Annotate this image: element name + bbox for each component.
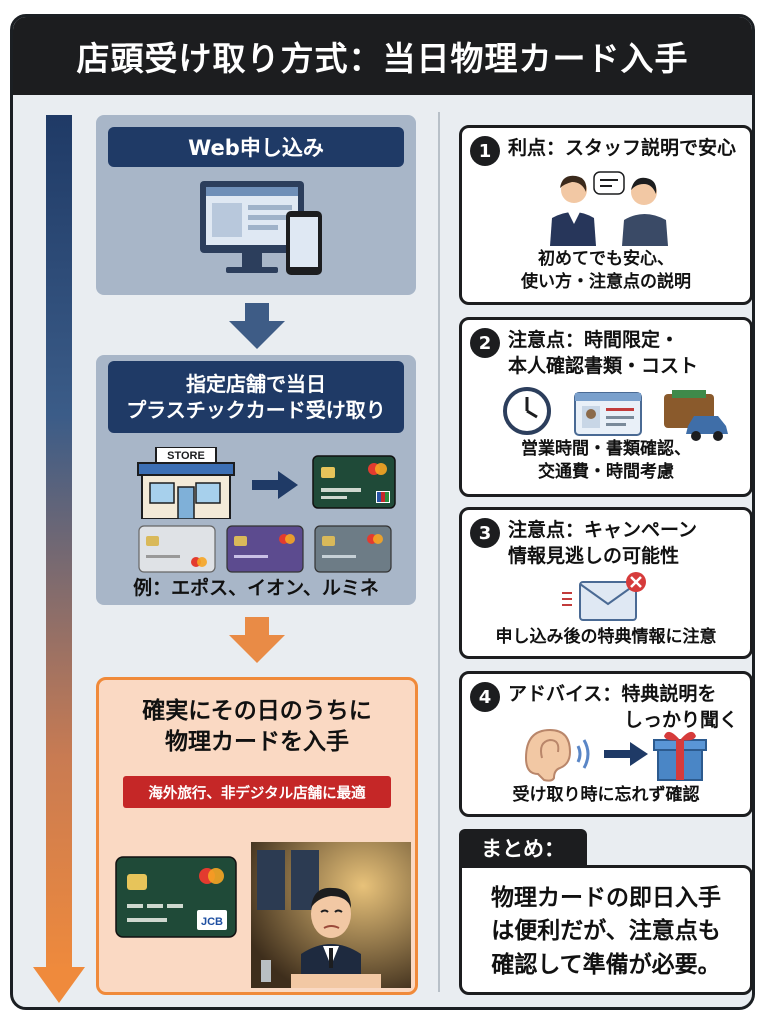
point-4-heading-line2: しっかり聞く xyxy=(623,708,738,731)
point-1-heading-line1: 利点：スタッフ説明で安心 xyxy=(508,137,737,159)
summary-line3: 確認して準備が必要。 xyxy=(491,951,721,978)
point-4-body: 受け取り時に忘れず確認 xyxy=(462,784,750,807)
point-3-body-line1: 申し込み後の特典情報に注意 xyxy=(495,627,717,647)
timeline-arrow-shaft xyxy=(46,115,72,973)
point-1-body: 初めてでも安心、 使い方・注意点の説明 xyxy=(462,248,750,294)
point-box-4: 4 アドバイス：特典説明を しっかり聞く 受け取り時に忘れず確認 xyxy=(459,671,752,817)
silver-credit-card-icon xyxy=(138,525,216,573)
arrow-right-icon xyxy=(252,471,298,499)
point-number-1: 1 xyxy=(470,136,500,166)
missed-mail-icon xyxy=(562,572,646,621)
summary-line1: 物理カードの即日入手 xyxy=(491,885,721,911)
jcb-credit-card-icon: JCB xyxy=(115,856,237,938)
purple-credit-card-icon xyxy=(226,525,304,573)
result-panel: 確実にその日のうちに 物理カードを入手 海外旅行、非デジタル店舗に最適 JCB xyxy=(96,677,418,995)
summary-tab: まとめ： xyxy=(459,829,587,867)
point-4-heading: アドバイス：特典説明を しっかり聞く xyxy=(508,682,744,733)
green-credit-card-icon xyxy=(312,455,396,509)
card-issuer-examples: 例：エポス、イオン、ルミネ xyxy=(133,577,379,599)
store-sign-text: STORE xyxy=(167,450,205,462)
result-headline-line2: 物理カードを入手 xyxy=(165,729,349,756)
gray-credit-card-icon xyxy=(314,525,392,573)
store-pickup-panel: 指定店舗で当日 プラスチックカード受け取り STORE xyxy=(96,355,416,605)
point-number-2: 2 xyxy=(470,328,500,358)
id-card-icon xyxy=(574,392,642,436)
point-1-heading: 利点：スタッフ説明で安心 xyxy=(508,136,744,162)
point-box-3: 3 注意点：キャンペーン 情報見逃しの可能性 申し込み後の特典情報に注意 xyxy=(459,507,752,659)
ear-gift-icon xyxy=(524,728,707,782)
point-3-heading-line1: 注意点：キャンペーン xyxy=(508,519,698,541)
point-3-heading: 注意点：キャンペーン 情報見逃しの可能性 xyxy=(508,518,744,569)
point-box-1: 1 利点：スタッフ説明で安心 初めてでも安心、 使い方・注意点の説明 xyxy=(459,125,752,305)
summary-text: 物理カードの即日入手 は便利だが、注意点も 確認して準備が必要。 xyxy=(462,882,750,982)
card-brand-text: JCB xyxy=(201,916,223,928)
point-number-4: 4 xyxy=(470,682,500,712)
flow-arrow-down-orange-icon xyxy=(229,617,285,663)
web-application-panel: Web申し込み xyxy=(96,115,416,295)
point-1-body-line1: 初めてでも安心、 xyxy=(538,249,674,269)
infographic-frame: 店頭受け取り方式：当日物理カード入手 Web申し込み 指定店舗で当日 プラ xyxy=(10,14,755,1010)
timeline-arrow-head xyxy=(33,967,85,1003)
point-4-body-line1: 受け取り時に忘れず確認 xyxy=(512,785,700,805)
point-2-heading: 注意点：時間限定・ 本人確認書類・コスト xyxy=(508,328,744,379)
point-2-body-line1: 営業時間・書類確認、 xyxy=(521,439,691,459)
clock-icon xyxy=(503,387,551,435)
point-2-body: 営業時間・書類確認、 交通費・時間考慮 xyxy=(462,438,750,484)
staff-explaining-icon xyxy=(550,171,668,246)
result-headline: 確実にその日のうちに 物理カードを入手 xyxy=(99,696,415,758)
point-3-heading-line2: 情報見逃しの可能性 xyxy=(508,544,680,567)
point-number-3: 3 xyxy=(470,518,500,548)
summary-line2: は便利だが、注意点も xyxy=(491,918,721,945)
point-2-heading-line1: 注意点：時間限定・ xyxy=(508,329,680,351)
point-3-body: 申し込み後の特典情報に注意 xyxy=(462,626,750,649)
store-icon: STORE xyxy=(137,447,235,519)
store-pickup-label-line1: 指定店舗で当日 xyxy=(185,372,326,396)
wallet-car-icon xyxy=(664,390,728,441)
best-use-badge: 海外旅行、非デジタル店舗に最適 xyxy=(123,776,391,808)
result-headline-line1: 確実にその日のうちに xyxy=(142,698,372,724)
computer-phone-icon xyxy=(200,181,322,275)
page-title: 店頭受け取り方式：当日物理カード入手 xyxy=(13,17,752,95)
worried-businessman-illustration xyxy=(251,842,411,988)
point-box-2: 2 注意点：時間限定・ 本人確認書類・コスト 営業時間・書類確認、 xyxy=(459,317,752,497)
store-pickup-label: 指定店舗で当日 プラスチックカード受け取り xyxy=(108,361,404,433)
point-1-body-line2: 使い方・注意点の説明 xyxy=(521,271,691,292)
column-divider xyxy=(438,112,440,992)
store-pickup-label-line2: プラスチックカード受け取り xyxy=(126,398,386,422)
point-2-heading-line2: 本人確認書類・コスト xyxy=(508,354,699,377)
point-2-body-line2: 交通費・時間考慮 xyxy=(538,461,674,482)
point-4-heading-line1: アドバイス：特典説明を xyxy=(508,683,717,705)
flow-arrow-down-icon xyxy=(229,303,285,349)
summary-box: 物理カードの即日入手 は便利だが、注意点も 確認して準備が必要。 xyxy=(459,865,752,995)
web-application-label: Web申し込み xyxy=(108,127,404,167)
